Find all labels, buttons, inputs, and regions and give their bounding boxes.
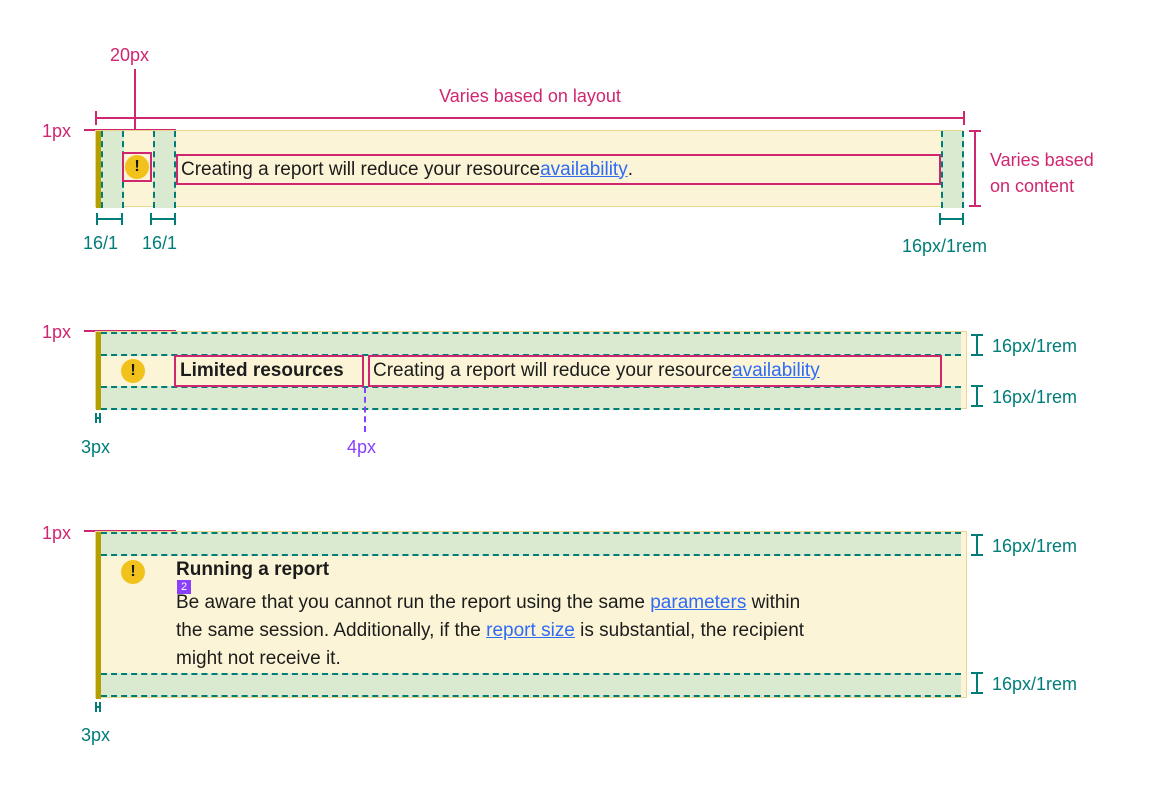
body-text: the same session. Additionally, if the <box>176 620 487 641</box>
notification-title-bounds: Limited resources <box>174 355 364 387</box>
notification-accent-bar <box>96 332 101 410</box>
pad-right-bracket <box>939 213 964 225</box>
body-line-3: might not receive it. <box>176 645 951 673</box>
content-height-label-line1: Varies based <box>990 150 1094 170</box>
pad-bottom-measure <box>971 385 983 407</box>
title-gap-label: 4px <box>347 437 377 457</box>
notification-title: Limited resources <box>180 360 344 381</box>
warning-icon: ! <box>121 560 145 584</box>
padding-overlay-left <box>101 131 124 208</box>
body-text: might not receive it. <box>176 648 341 669</box>
padding-overlay-icon-gap <box>153 131 176 208</box>
pad-top-label: 16px/1rem <box>992 336 1078 356</box>
notification-message: Creating a report will reduce your resou… <box>181 158 541 180</box>
inline-notification-warning-multiline: ! Running a report 2 Be aware that you c… <box>95 531 967 699</box>
parameters-link[interactable]: parameters <box>650 592 747 613</box>
pad-left-bracket <box>96 213 123 225</box>
body-line-1: Be aware that you cannot run the report … <box>176 589 951 617</box>
border-width-label: 1px <box>42 322 72 342</box>
width-annotation-label: Varies based on layout <box>439 86 621 106</box>
pad-bottom-measure <box>971 672 983 694</box>
spacing-token-badge: 2 <box>177 580 191 594</box>
content-height-label: Varies based on content <box>990 147 1094 199</box>
pad-gap-bracket <box>150 213 176 225</box>
body-text: within <box>746 592 801 613</box>
notification-text-bounds: Creating a report will reduce your resou… <box>176 154 941 185</box>
title-gap-callout-line <box>364 387 366 432</box>
notification-message-end: . <box>627 158 633 180</box>
icon-size-label: 20px <box>110 45 150 65</box>
accent-width-label: 3px <box>81 725 111 745</box>
padding-overlay-right <box>941 131 964 208</box>
pad-left-label: 16/1 <box>83 233 119 253</box>
border-width-label: 1px <box>42 121 72 141</box>
pad-top-measure <box>971 534 983 556</box>
padding-overlay-bottom <box>101 386 961 410</box>
border-width-label: 1px <box>42 523 72 543</box>
pad-bottom-label: 16px/1rem <box>992 387 1078 407</box>
accent-width-bracket <box>95 413 101 423</box>
content-height-measure <box>969 130 981 207</box>
accent-width-label: 3px <box>81 437 111 457</box>
icon-bounds-box: ! <box>122 152 152 182</box>
inline-notification-warning-with-title: ! Limited resources Creating a report wi… <box>95 331 967 410</box>
content-height-label-line2: on content <box>990 176 1075 196</box>
body-text: is substantial, the recipient <box>574 620 805 641</box>
padding-overlay-top <box>101 532 961 556</box>
availability-link[interactable]: availability <box>732 360 820 381</box>
padding-overlay-top <box>101 332 961 356</box>
warning-icon: ! <box>121 359 145 383</box>
notification-message: Creating a report will reduce your resou… <box>373 360 733 381</box>
notification-accent-bar <box>96 532 101 699</box>
warning-icon: ! <box>125 155 149 179</box>
pad-gap-label: 16/1 <box>142 233 178 253</box>
pad-bottom-label: 16px/1rem <box>992 674 1078 694</box>
notification-body: Be aware that you cannot run the report … <box>176 589 951 673</box>
notification-title: Running a report <box>176 559 330 580</box>
accent-width-bracket <box>95 702 101 712</box>
report-size-link[interactable]: report size <box>486 620 575 641</box>
pad-top-label: 16px/1rem <box>992 536 1078 556</box>
width-measure-line <box>95 111 965 125</box>
pad-right-label: 16px/1rem <box>902 236 988 256</box>
availability-link[interactable]: availability <box>540 158 628 180</box>
padding-overlay-bottom <box>101 673 961 697</box>
body-line-2: the same session. Additionally, if the r… <box>176 617 951 645</box>
icon-size-callout-line <box>134 69 136 153</box>
pad-top-measure <box>971 334 983 356</box>
inline-notification-warning: ! Creating a report will reduce your res… <box>95 130 964 208</box>
notification-accent-bar <box>96 131 101 208</box>
body-text: Be aware that you cannot run the report … <box>176 592 651 613</box>
notification-text-bounds: Creating a report will reduce your resou… <box>368 355 942 387</box>
